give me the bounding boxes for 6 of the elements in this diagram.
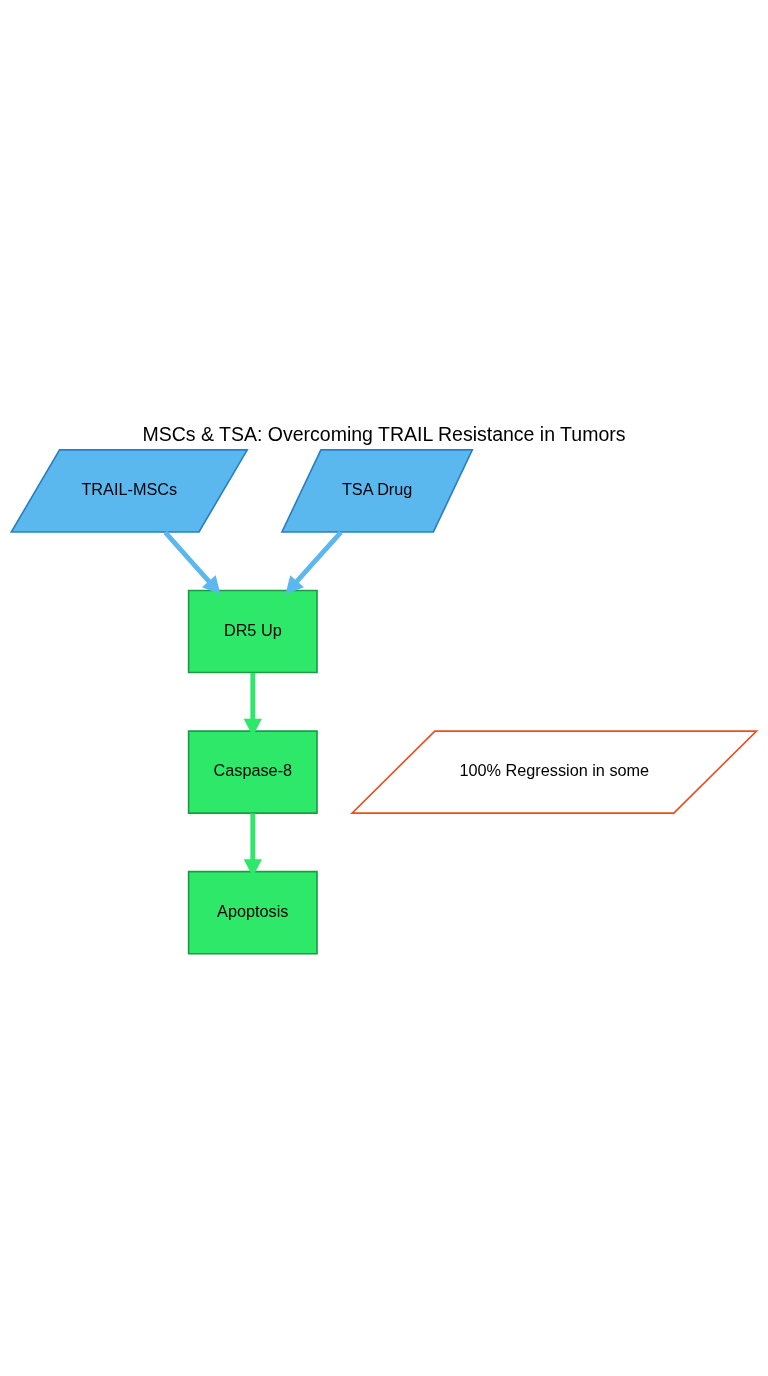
arrow <box>163 530 221 595</box>
diagram-title: MSCs & TSA: Overcoming TRAIL Resistance in Tumors <box>142 423 626 446</box>
node-box: DR5 Up <box>187 589 318 674</box>
node-box: Caspase-8 <box>187 730 318 814</box>
arrow <box>285 530 343 595</box>
node-box: Apoptosis <box>187 870 318 955</box>
